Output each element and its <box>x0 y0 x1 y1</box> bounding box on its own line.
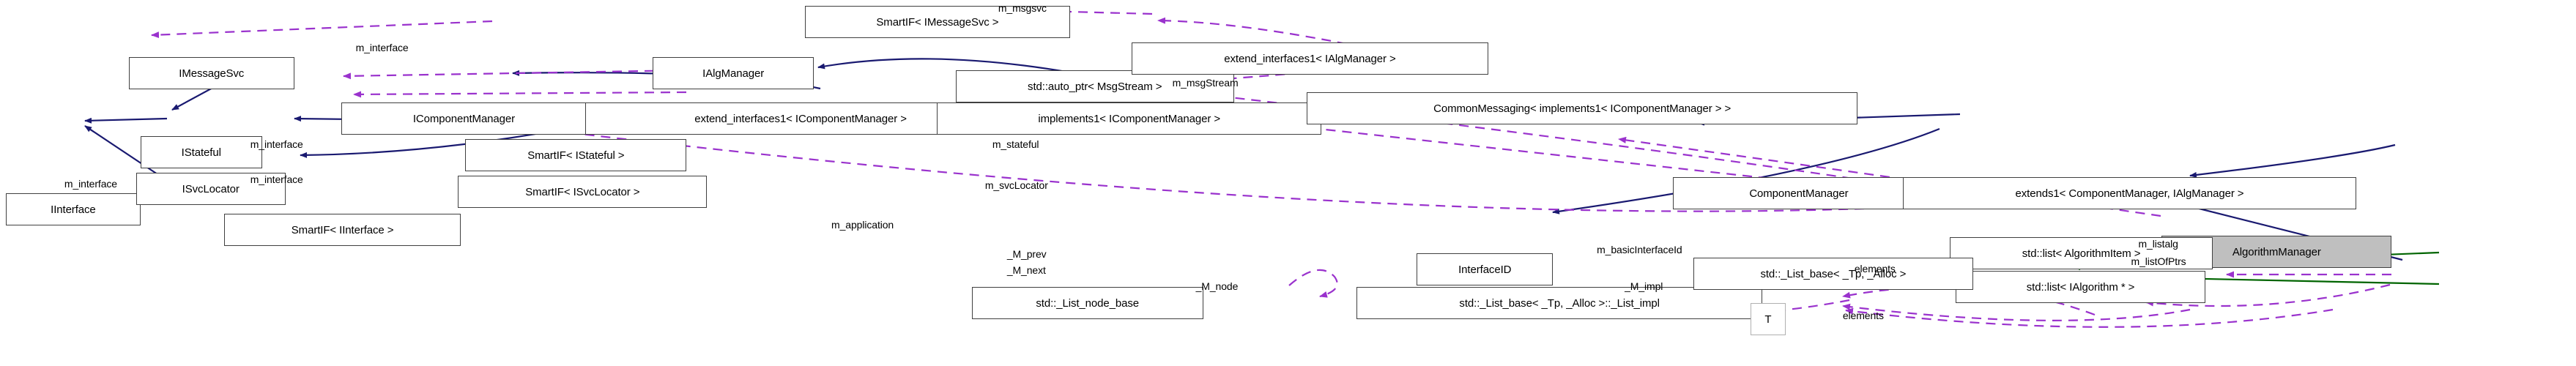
node-list-node-base[interactable]: std::_List_node_base <box>971 287 1203 319</box>
node-list-ialgorithm-pointer[interactable]: std::list< IAlgorithm * > <box>1955 271 2206 303</box>
node-implements1-icomponentmanager[interactable]: implements1< IComponentManager > <box>936 102 1322 135</box>
node-list-base-tp-alloc[interactable]: std::_List_base< _Tp, _Alloc > <box>1693 258 1973 290</box>
edge-label-m-application: m_application <box>831 219 894 231</box>
node-template-parameter-t[interactable]: T <box>1750 303 1786 335</box>
node-smartif-iinterface[interactable]: SmartIF< IInterface > <box>223 214 461 246</box>
node-commonmessaging[interactable]: CommonMessaging< implements1< IComponent… <box>1307 92 1857 124</box>
edge-label-m-interface-iinterface: m_interface <box>64 178 117 190</box>
node-isvclocator[interactable]: ISvcLocator <box>136 173 286 205</box>
node-extend-interfaces1-ialgmanager[interactable]: extend_interfaces1< IAlgManager > <box>1131 42 1489 75</box>
edge-label-m-msgsvc: m_msgsvc <box>998 2 1047 14</box>
node-istateful[interactable]: IStateful <box>140 136 262 168</box>
edge-label-m-interface-istateful: m_interface <box>250 138 303 150</box>
node-ialgmanager[interactable]: IAlgManager <box>653 57 814 89</box>
edge-label-m-listalg: m_listalg <box>2138 238 2178 250</box>
edge-label-m-msgstream: m_msgStream <box>1172 77 1239 89</box>
edge-label-m-listofptrs: m_listOfPtrs <box>2131 255 2186 267</box>
edge-label-m-node: _M_node <box>1195 280 1239 292</box>
node-componentmanager[interactable]: ComponentManager <box>1673 177 1925 209</box>
edge-label-m-interface-isvclocator: m_interface <box>250 173 303 185</box>
node-list-base-list-impl[interactable]: std::_List_base< _Tp, _Alloc >::_List_im… <box>1356 287 1762 319</box>
edge-label-m-stateful: m_stateful <box>992 138 1039 150</box>
edge-label-elements-algorithmitem: elements <box>1854 263 1896 274</box>
node-icomponentmanager[interactable]: IComponentManager <box>341 102 587 135</box>
node-smartif-istateful[interactable]: SmartIF< IStateful > <box>465 139 687 171</box>
node-smartif-isvclocator[interactable]: SmartIF< ISvcLocator > <box>458 176 708 208</box>
edge-label-elements-ialgorithm: elements <box>1842 310 1884 321</box>
edge-label-m-next: _M_next <box>1006 264 1046 276</box>
node-extends1-componentmanager-ialgmanager[interactable]: extends1< ComponentManager, IAlgManager … <box>1902 177 2357 209</box>
edge-label-m-impl: _M_impl <box>1625 280 1663 292</box>
edge-label-m-basicinterfaceid: m_basicInterfaceId <box>1597 244 1682 255</box>
edge-label-m-interface-imessagesvc: m_interface <box>355 42 409 53</box>
node-interfaceid[interactable]: InterfaceID <box>1417 253 1554 285</box>
node-iinterface[interactable]: IInterface <box>5 193 141 225</box>
edge-label-m-svclocator: m_svcLocator <box>984 179 1048 191</box>
edge-label-m-prev: _M_prev <box>1006 248 1047 260</box>
node-imessagesvc[interactable]: IMessageSvc <box>128 57 294 89</box>
